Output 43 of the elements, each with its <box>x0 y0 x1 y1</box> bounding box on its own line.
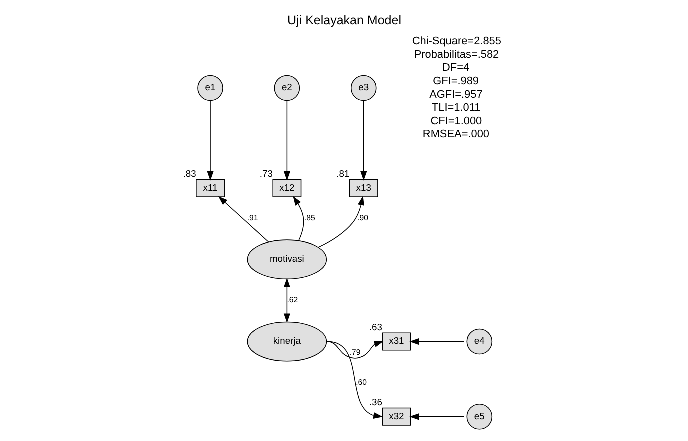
arrow <box>360 100 367 181</box>
node-circle: e4 <box>466 328 492 355</box>
edge-label: .90 <box>357 214 368 222</box>
arrow <box>326 341 383 419</box>
label: Chi-Square=2.855 <box>412 36 501 48</box>
arrow <box>409 414 464 420</box>
node-ellipse: motivasi <box>246 240 327 280</box>
edge-label: .62 <box>286 296 298 305</box>
label: RMSEA=.000 <box>422 128 490 141</box>
label: CFI=1.000 <box>430 115 482 128</box>
node-circle: e2 <box>274 75 300 102</box>
arrow <box>206 100 214 181</box>
node-label: .81 <box>336 169 350 180</box>
arrow <box>218 196 269 243</box>
label: DF=4 <box>442 62 470 74</box>
arrow <box>292 196 304 242</box>
node-circle: e5 <box>466 404 492 430</box>
arrow <box>326 341 384 359</box>
diagram-title: Uji Kelayakan Model <box>287 14 401 28</box>
node-label: .73 <box>259 169 272 180</box>
node-label: .83 <box>182 169 196 180</box>
edge-label: .79 <box>349 348 360 358</box>
label: AGFI=.957 <box>429 88 482 101</box>
arrow <box>409 338 464 346</box>
node-box: x13 <box>348 179 378 198</box>
node-circle: e1 <box>197 75 223 102</box>
node-ellipse: kinerja <box>246 322 327 362</box>
arrow <box>283 100 290 181</box>
edge-label: .60 <box>356 378 366 387</box>
node-box: x32 <box>382 408 411 426</box>
node-box: x12 <box>272 179 302 198</box>
node-box: x11 <box>196 179 224 198</box>
edge-label: .91 <box>246 214 258 222</box>
label: TLI=1.011 <box>431 102 480 114</box>
node-box: x31 <box>382 332 411 351</box>
label: Probabilitas=.582 <box>414 48 499 61</box>
node-label: .36 <box>368 398 382 408</box>
node-circle: e3 <box>350 75 376 102</box>
arrow <box>283 278 290 324</box>
edge-label: .85 <box>304 214 315 222</box>
arrow <box>318 196 364 248</box>
node-label: .63 <box>368 322 382 333</box>
label: GFI=.989 <box>432 76 479 88</box>
